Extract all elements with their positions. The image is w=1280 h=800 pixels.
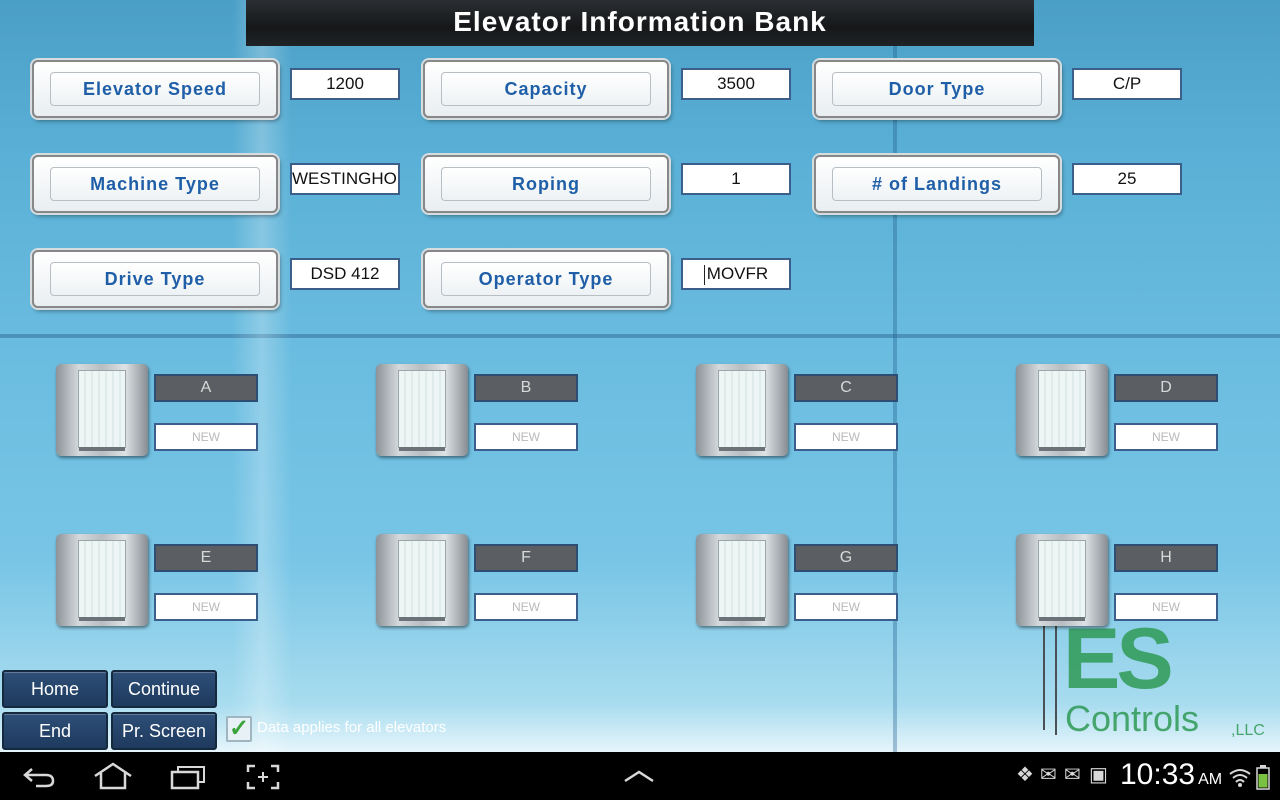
elevator-car-icon[interactable] (1016, 534, 1108, 626)
roping-button[interactable]: Roping (423, 155, 669, 213)
elevator-speed-label: Elevator Speed (50, 72, 260, 106)
car-status-field[interactable]: NEW (1114, 423, 1218, 451)
elevator-car-icon[interactable] (56, 534, 148, 626)
logo-llc-text: ,LLC (1231, 722, 1265, 739)
elevator-door-icon (398, 540, 446, 621)
operator-type-button[interactable]: Operator Type (423, 250, 669, 308)
car-name: G (794, 544, 898, 572)
elevator-speed-field[interactable]: 1200 (290, 68, 400, 100)
operator-type-field[interactable]: MOVFR (681, 258, 791, 290)
elevator-door-icon (1038, 370, 1086, 451)
gmail-icon: ✉ (1064, 764, 1081, 786)
elevator-car-icon[interactable] (1016, 364, 1108, 456)
logo-cable (1043, 620, 1045, 730)
chevron-up-icon[interactable] (622, 768, 656, 784)
landings-field[interactable]: 25 (1072, 163, 1182, 195)
back-icon[interactable] (22, 765, 56, 789)
end-button[interactable]: End (2, 712, 108, 750)
text-cursor (703, 264, 705, 285)
drive-type-field[interactable]: DSD 412 (290, 258, 400, 290)
car-name: F (474, 544, 578, 572)
car-status-field[interactable]: NEW (794, 423, 898, 451)
landings-button[interactable]: # of Landings (814, 155, 1060, 213)
drive-type-button[interactable]: Drive Type (32, 250, 278, 308)
logo-cable (1055, 620, 1057, 735)
home-button[interactable]: Home (2, 670, 108, 708)
continue-button[interactable]: Continue (111, 670, 217, 708)
wifi-icon (1229, 769, 1251, 787)
machine-type-field[interactable]: WESTINGHOU (290, 163, 400, 195)
machine-type-button[interactable]: Machine Type (32, 155, 278, 213)
capacity-button[interactable]: Capacity (423, 60, 669, 118)
logo-es-text: ES (1063, 611, 1174, 707)
logo-controls-text: Controls (1065, 698, 1200, 739)
car-status-field[interactable]: NEW (794, 593, 898, 621)
car-status-field[interactable]: NEW (154, 593, 258, 621)
operator-type-label: Operator Type (441, 262, 651, 296)
elevator-car-icon[interactable] (376, 534, 468, 626)
capacity-label: Capacity (441, 72, 651, 106)
elevator-door-icon (718, 540, 766, 621)
machine-type-label: Machine Type (50, 167, 260, 201)
print-screen-button[interactable]: Pr. Screen (111, 712, 217, 750)
elevator-car-icon[interactable] (376, 364, 468, 456)
car-status-field[interactable]: NEW (474, 593, 578, 621)
battery-icon (1256, 765, 1270, 790)
car-name: H (1114, 544, 1218, 572)
car-name: C (794, 374, 898, 402)
home-icon[interactable] (92, 762, 134, 790)
car-name: B (474, 374, 578, 402)
car-status-field[interactable]: NEW (1114, 593, 1218, 621)
dropbox-icon: ❖ (1016, 764, 1034, 786)
elevator-door-icon (398, 370, 446, 451)
elevator-car-icon[interactable] (56, 364, 148, 456)
screenshot-icon[interactable] (246, 764, 280, 790)
door-type-button[interactable]: Door Type (814, 60, 1060, 118)
elevator-car-icon[interactable] (696, 534, 788, 626)
car-status-field[interactable]: NEW (474, 423, 578, 451)
landings-label: # of Landings (832, 167, 1042, 201)
recent-apps-icon[interactable] (170, 764, 206, 790)
car-name: A (154, 374, 258, 402)
roping-field[interactable]: 1 (681, 163, 791, 195)
apply-all-checkbox[interactable]: ✓ (226, 716, 252, 742)
company-logo: ES Controls ,LLC (1035, 600, 1275, 750)
operator-type-value: MOVFR (706, 264, 769, 283)
drive-type-label: Drive Type (50, 262, 260, 296)
elevator-door-icon (78, 370, 126, 451)
capacity-field[interactable]: 3500 (681, 68, 791, 100)
apply-all-label: Data applies for all elevators (257, 719, 447, 736)
clock-ampm: AM (1198, 771, 1223, 788)
car-status-field[interactable]: NEW (154, 423, 258, 451)
car-name: D (1114, 374, 1218, 402)
elevator-speed-button[interactable]: Elevator Speed (32, 60, 278, 118)
elevator-door-icon (1038, 540, 1086, 621)
gallery-icon: ▣ (1089, 764, 1108, 786)
email-icon: ✉ (1040, 764, 1057, 786)
clock-time: 10:33 (1120, 758, 1196, 791)
roping-label: Roping (441, 167, 651, 201)
elevator-car-icon[interactable] (696, 364, 788, 456)
page-title: Elevator Information Bank (246, 0, 1034, 46)
door-type-label: Door Type (832, 72, 1042, 106)
door-type-field[interactable]: C/P (1072, 68, 1182, 100)
car-name: E (154, 544, 258, 572)
elevator-door-icon (78, 540, 126, 621)
elevator-door-icon (718, 370, 766, 451)
